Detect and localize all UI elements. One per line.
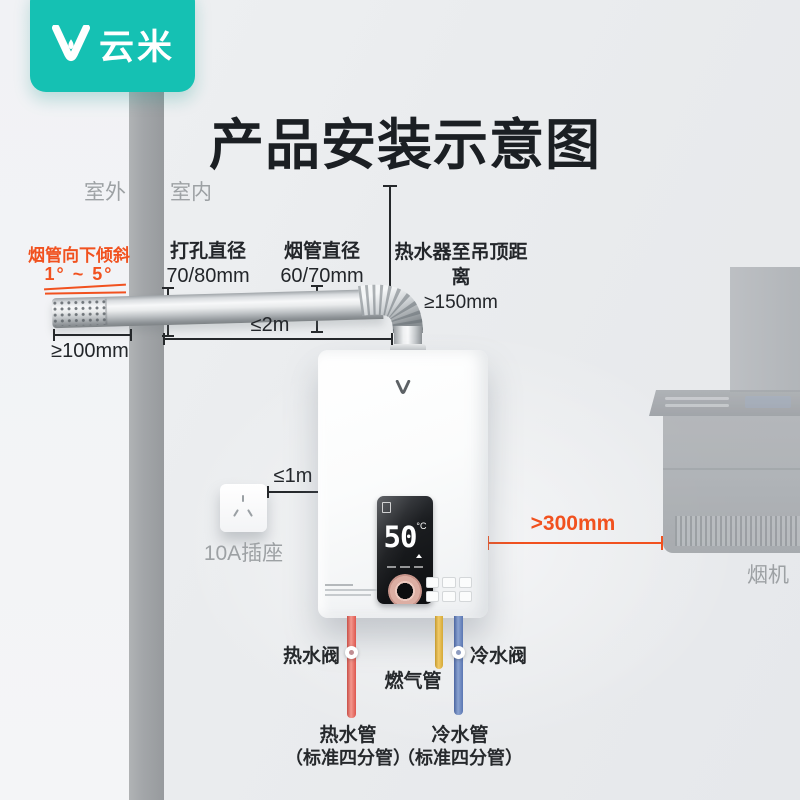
hood-chimney bbox=[730, 267, 800, 392]
gas-pipe-label: 燃气管 bbox=[384, 671, 442, 692]
flue-collar bbox=[390, 344, 426, 354]
flue-elbow bbox=[357, 284, 423, 334]
flue-down-pipe bbox=[394, 326, 422, 348]
brand-logo-text: 云米 bbox=[98, 27, 175, 67]
outdoor-background bbox=[0, 0, 129, 800]
hot-pipe-spec: （标准四分管） bbox=[285, 748, 411, 768]
cold-valve-label: 冷水阀 bbox=[470, 646, 528, 667]
cold-valve-dot bbox=[452, 646, 465, 659]
temperature-cursor-icon bbox=[416, 554, 422, 558]
hot-water-pipe-graphic bbox=[347, 616, 356, 718]
ceiling-distance-label: 热水器至吊顶距离 ≥150mm bbox=[394, 242, 528, 313]
heater-display-panel: 50°C bbox=[377, 496, 433, 604]
heater-buttons bbox=[426, 577, 472, 602]
display-segment-row bbox=[387, 566, 423, 568]
outdoor-overhang-line bbox=[53, 329, 132, 341]
hood-clearance-value: >300mm bbox=[530, 512, 616, 535]
socket-label: 10A插座 bbox=[203, 542, 284, 565]
flue-diameter-label: 烟管直径 60/70mm bbox=[280, 241, 364, 287]
page-title: 产品安装示意图 bbox=[208, 114, 601, 176]
flue-pipe-outdoor-cap bbox=[51, 298, 108, 327]
temperature-unit: °C bbox=[416, 521, 427, 531]
viomi-v-icon bbox=[51, 25, 90, 61]
brand-logo: 云米 bbox=[30, 0, 195, 92]
water-heater: 50°C bbox=[318, 350, 488, 618]
horizontal-run-line bbox=[163, 333, 393, 345]
wall-pillar bbox=[129, 0, 164, 800]
flue-slope-label: 烟管向下倾斜 bbox=[28, 246, 130, 265]
display-status-icon bbox=[382, 502, 391, 513]
temperature-readout: 50°C bbox=[377, 520, 433, 554]
hole-diameter-label: 打孔直径 70/80mm bbox=[166, 241, 250, 287]
cold-water-pipe-graphic bbox=[454, 616, 463, 715]
hood-canopy bbox=[649, 390, 800, 416]
hood-label: 烟机 bbox=[747, 564, 789, 587]
hood-body bbox=[663, 416, 800, 553]
zone-label-outdoor: 室外 bbox=[84, 181, 126, 204]
socket-ground-pin bbox=[242, 495, 244, 502]
flue-slope-range: 1° ~ 5° bbox=[44, 264, 114, 284]
hood-display bbox=[745, 396, 791, 408]
horizontal-run-value: ≤2m bbox=[250, 314, 290, 336]
cold-pipe-spec: （标准四分管） bbox=[397, 748, 523, 768]
cold-pipe-label: 冷水管 bbox=[431, 725, 489, 746]
zone-label-indoor: 室内 bbox=[170, 181, 212, 204]
power-socket bbox=[220, 484, 267, 532]
heater-brand-icon bbox=[395, 380, 411, 395]
outdoor-overhang-value: ≥100mm bbox=[51, 340, 129, 362]
heater-fineprint bbox=[325, 584, 377, 599]
gas-pipe-graphic bbox=[435, 616, 443, 669]
temperature-value: 50 bbox=[383, 520, 417, 554]
hot-valve-label: 热水阀 bbox=[282, 646, 340, 667]
control-dial bbox=[388, 574, 422, 604]
hot-pipe-label: 热水管 bbox=[319, 725, 377, 746]
socket-right-pin bbox=[247, 509, 253, 517]
hood-vents bbox=[675, 516, 800, 546]
socket-distance-value: ≤1m bbox=[273, 465, 313, 487]
hood-clearance-line bbox=[487, 536, 663, 550]
socket-left-pin bbox=[233, 509, 239, 517]
hot-valve-dot bbox=[345, 646, 358, 659]
